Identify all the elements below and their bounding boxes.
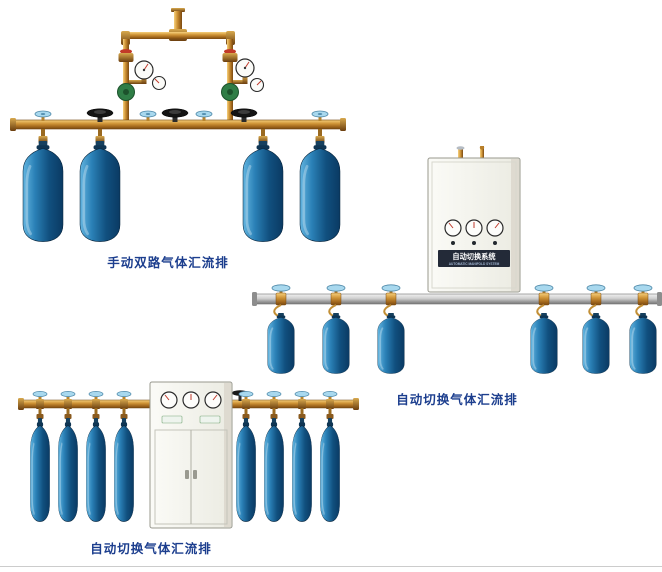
cylinder-station (322, 391, 338, 419)
shutoff-valve-handwheel (86, 108, 114, 122)
shutoff-valve-handwheel (230, 108, 258, 122)
product-figure-manual-dual-manifold: 手动双路气体汇流排 (8, 8, 348, 271)
gas-cylinder (266, 313, 296, 375)
gas-cylinder (234, 418, 258, 524)
cylinder-valve-knob (195, 110, 213, 121)
auto-switch-floor-manifold-illustration (18, 381, 359, 529)
cylinder-valve-knob (139, 110, 157, 121)
aluminum-manifold-pipe (252, 292, 662, 306)
cylinder-valve-knob (311, 110, 329, 121)
right-drop-pipe (227, 39, 233, 120)
floor-cabinet (149, 381, 233, 529)
product-caption: 自动切换气体汇流排 (90, 542, 212, 556)
cylinder-station (266, 391, 282, 419)
gas-cylinder (581, 313, 611, 375)
gas-cylinder (321, 313, 351, 375)
cabinet-doors (154, 429, 228, 525)
pressure-gauge (249, 77, 265, 93)
cylinder-station (32, 391, 48, 419)
cylinder-station (381, 284, 401, 318)
cabinet-labels (161, 415, 221, 424)
cabinet-gauges (160, 391, 222, 409)
cylinder-station (294, 391, 310, 419)
product-figure-auto-switch-wall: 自动切换系统 AUTOMATIC MANIFOLD SYSTEM 自动切换气体汇… (252, 146, 662, 408)
cabinet-label-subtitle: AUTOMATIC MANIFOLD SYSTEM (449, 262, 500, 266)
pressure-gauge (134, 60, 154, 80)
gas-cylinder (56, 418, 80, 524)
gas-cylinder (262, 418, 286, 524)
cylinder-connection (38, 129, 48, 143)
product-caption: 自动切换气体汇流排 (396, 393, 518, 407)
product-figure-auto-switch-floor: 自动切换气体汇流排 (16, 378, 361, 557)
gas-cylinder (84, 418, 108, 524)
right-regulator (221, 58, 265, 101)
left-drop-pipe (123, 39, 129, 120)
gas-cylinder (112, 418, 136, 524)
main-manifold-pipe (10, 118, 346, 131)
gas-cylinder (628, 313, 658, 375)
gas-cylinder (290, 418, 314, 524)
cabinet-label-plate: 自动切换系统 AUTOMATIC MANIFOLD SYSTEM (438, 250, 510, 267)
cylinder-station (326, 284, 346, 318)
cylinder-station (534, 284, 554, 318)
gas-cylinder (21, 141, 65, 244)
cylinder-valve-knob (34, 110, 52, 121)
pressure-gauge (235, 58, 255, 78)
cylinder-station (116, 391, 132, 419)
gas-cylinder (28, 418, 52, 524)
pressure-gauge (151, 75, 167, 91)
gas-cylinder (318, 418, 342, 524)
gas-cylinder (376, 313, 406, 375)
manual-dual-manifold-illustration (10, 8, 346, 244)
gas-cylinder (529, 313, 559, 375)
top-header-assembly (121, 8, 235, 45)
cylinder-station (60, 391, 76, 419)
header-valve-left (118, 49, 134, 62)
shutoff-valve-handwheel (161, 108, 189, 122)
cylinder-connection (315, 129, 325, 143)
control-cabinet: 自动切换系统 AUTOMATIC MANIFOLD SYSTEM (427, 146, 521, 293)
cylinder-station (586, 284, 606, 318)
header-valve-right (222, 49, 238, 62)
cabinet-label-title: 自动切换系统 (452, 252, 496, 261)
cabinet-top-fitting (456, 146, 485, 159)
auto-switch-manifold-illustration: 自动切换系统 AUTOMATIC MANIFOLD SYSTEM (252, 146, 662, 375)
cylinder-connection (95, 129, 105, 143)
left-regulator (117, 60, 167, 101)
cylinder-connection (258, 129, 268, 143)
bottom-divider (0, 566, 662, 567)
gas-cylinder (78, 141, 122, 244)
product-caption: 手动双路气体汇流排 (107, 256, 229, 270)
cylinder-station (88, 391, 104, 419)
cylinder-station (238, 391, 254, 419)
indicator-lights (451, 241, 497, 245)
cabinet-gauges (444, 219, 504, 237)
